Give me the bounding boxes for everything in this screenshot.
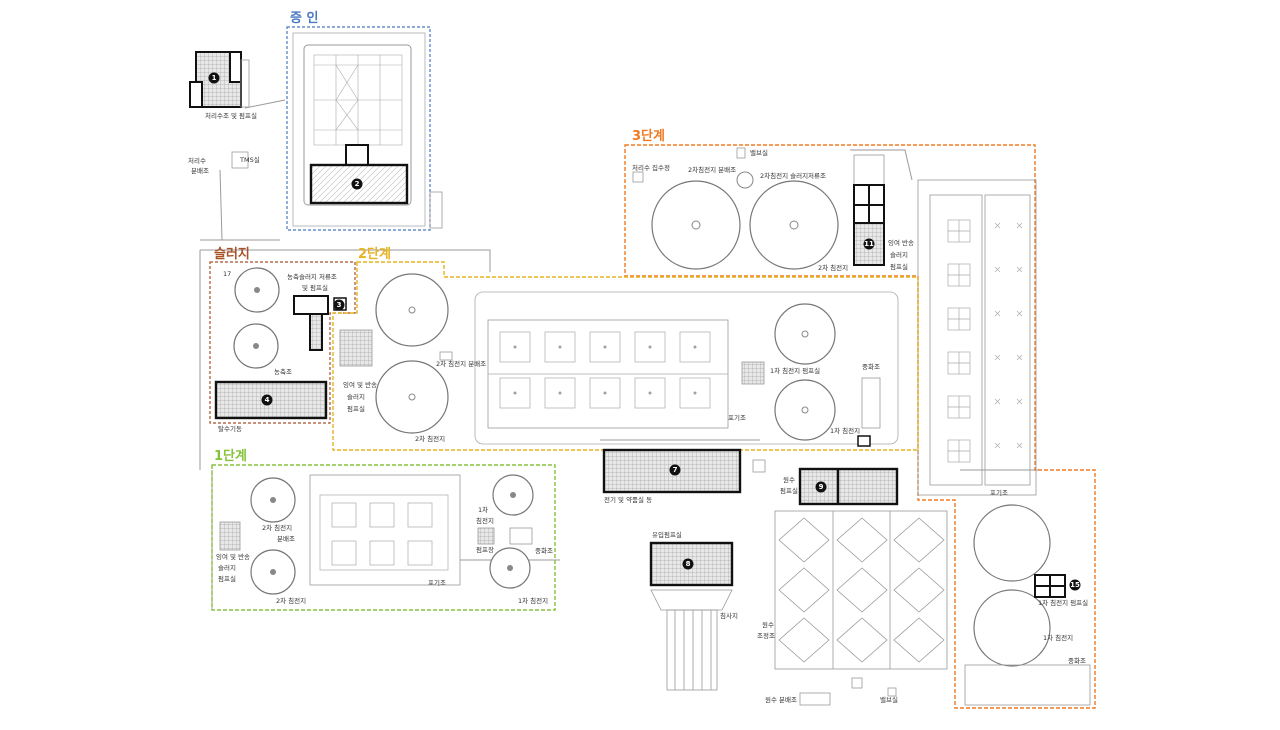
building-marker-15: 15 [1069,579,1081,591]
site-roads [199,99,1040,610]
label-r-neut: 중화조 [1068,657,1086,665]
label-s3-sludge-store: 2차침전지 슬러지저류조 [760,171,826,180]
label-raw-pump-a: 원수 [783,475,795,484]
label-inflow: 유입펌프실 [652,530,682,539]
label-aeration-right: 포기조 [990,488,1008,497]
label-elec: 전기 및 약품실 동 [604,495,652,504]
label-raw-adj-b: 조정조 [757,631,775,640]
label-s3-pump-c: 펌프실 [890,262,908,271]
label-s2-aeration: 포기조 [728,413,746,422]
label-s3-dist: 2차침전지 분배조 [688,165,736,174]
building-marker-11: 11 [863,238,875,250]
treated-water-tank-building [189,51,250,108]
label-dewater: 탈수기동 [218,424,242,433]
label-s2-pump-b: 슬러지 [347,392,365,401]
label-treated-pump: 처리수조 및 펌프실 [205,111,257,120]
label-tms: TMS실 [239,155,260,164]
label-s2-clar2: 2차 침전지 [415,434,445,443]
building-marker-4: 4 [261,394,273,406]
building-marker-7: 7 [669,464,681,476]
building-marker-8: 8 [682,558,694,570]
grit-chamber [650,589,733,691]
building-marker-number: 11 [864,240,874,248]
section-stage2: 2단계 [332,246,919,451]
label-r-pump: 1차 침전지 펌프실 [1038,598,1088,607]
stage3-secondary-clarifier-b [749,180,839,270]
label-s2-pump-c: 펌프실 [347,404,365,413]
section-stage1: 1단계 [211,448,556,611]
label-s1-clar2: 2차 침전지 [276,596,306,605]
section-stage3: 3단계 [624,128,1096,709]
label-s1-pump-c: 펌프실 [218,574,236,583]
label-r-clar1: 1차 침전지 [1043,633,1073,642]
label-raw-pump-b: 펌프실 [780,486,798,495]
section-title-expansion: 증 인 [290,10,318,26]
label-s3-pump-b: 슬러지 [890,250,908,259]
building-marker-number: 7 [673,466,678,474]
label-s1-pump-a: 잉여 및 반송 [216,552,250,561]
section-title-sludge: 슬러지 [214,246,250,262]
label-s1-c1-c: 펌프장 [476,545,494,554]
building-marker-number: 2 [355,180,360,188]
label-s2-grit: 중화조 [862,363,880,371]
building-marker-9: 9 [815,481,827,493]
label-s2-dist: 2차 침전지 분배조 [436,359,486,368]
label-s1-c1-a: 1차 [478,505,488,514]
section-title-stage1: 1단계 [214,448,247,464]
stage3-secondary-clarifier-a [651,180,741,270]
label-s1-clar2-a: 2차 침전지 [262,523,292,532]
label-s1-c1-b: 침전지 [476,516,494,525]
label-raw-dist: 원수 분배조 [765,695,797,704]
label-s3-clar2: 2차 침전지 [818,263,848,272]
section-expansion: 증 인 [286,10,443,231]
label-s3-valve: 밸브실 [750,148,768,157]
building-marker-number: 1 [212,74,217,82]
label-s2-pump-a: 잉여 및 반송 [343,380,377,389]
raw-water-pump-building [798,467,899,506]
label-s1-pump-b: 슬러지 [218,563,236,572]
label-17: 17 [223,270,231,278]
building-marker-1: 1 [208,72,220,84]
label-s3-collect: 처리수 집수정 [632,163,670,172]
building-marker-number: 8 [686,560,691,568]
section-title-stage2: 2단계 [358,246,391,262]
label-thick-a: 농축슬러지 저류조 [287,272,337,281]
building-markers: 1 2 3 4 7 8 9 11 15 [208,72,1081,591]
label-raw-adj-a: 원수 [762,620,774,629]
label-s2-clar1: 1차 침전지 [830,426,860,435]
label-s3-pump-a: 잉여 반송 [888,238,914,247]
building-marker-3: 3 [333,299,345,311]
label-dist-b: 분배조 [191,166,209,175]
section-title-stage3: 3단계 [632,128,665,144]
label-s1-clar2-b: 분배조 [277,534,295,543]
label-grit: 침사지 [720,611,738,620]
label-s1-neut: 중화조 [535,547,553,555]
label-thick: 농축조 [274,367,292,376]
label-dist-a: 처리수 [188,156,206,165]
building-marker-number: 15 [1070,581,1080,589]
label-s1-clar1: 1차 침전지 [518,596,548,605]
label-s2-clar1-pump: 1차 침전지 펌프실 [770,366,820,375]
building-marker-number: 4 [265,396,270,404]
label-thick-b: 및 펌프실 [302,283,328,292]
building-marker-number: 3 [337,301,342,309]
building-marker-2: 2 [351,178,363,190]
label-valve-bottom: 밸브실 [880,695,898,704]
label-s1-aeration: 포기조 [428,578,446,587]
building-marker-number: 9 [819,483,824,491]
raw-water-equalization-tanks [774,510,948,670]
